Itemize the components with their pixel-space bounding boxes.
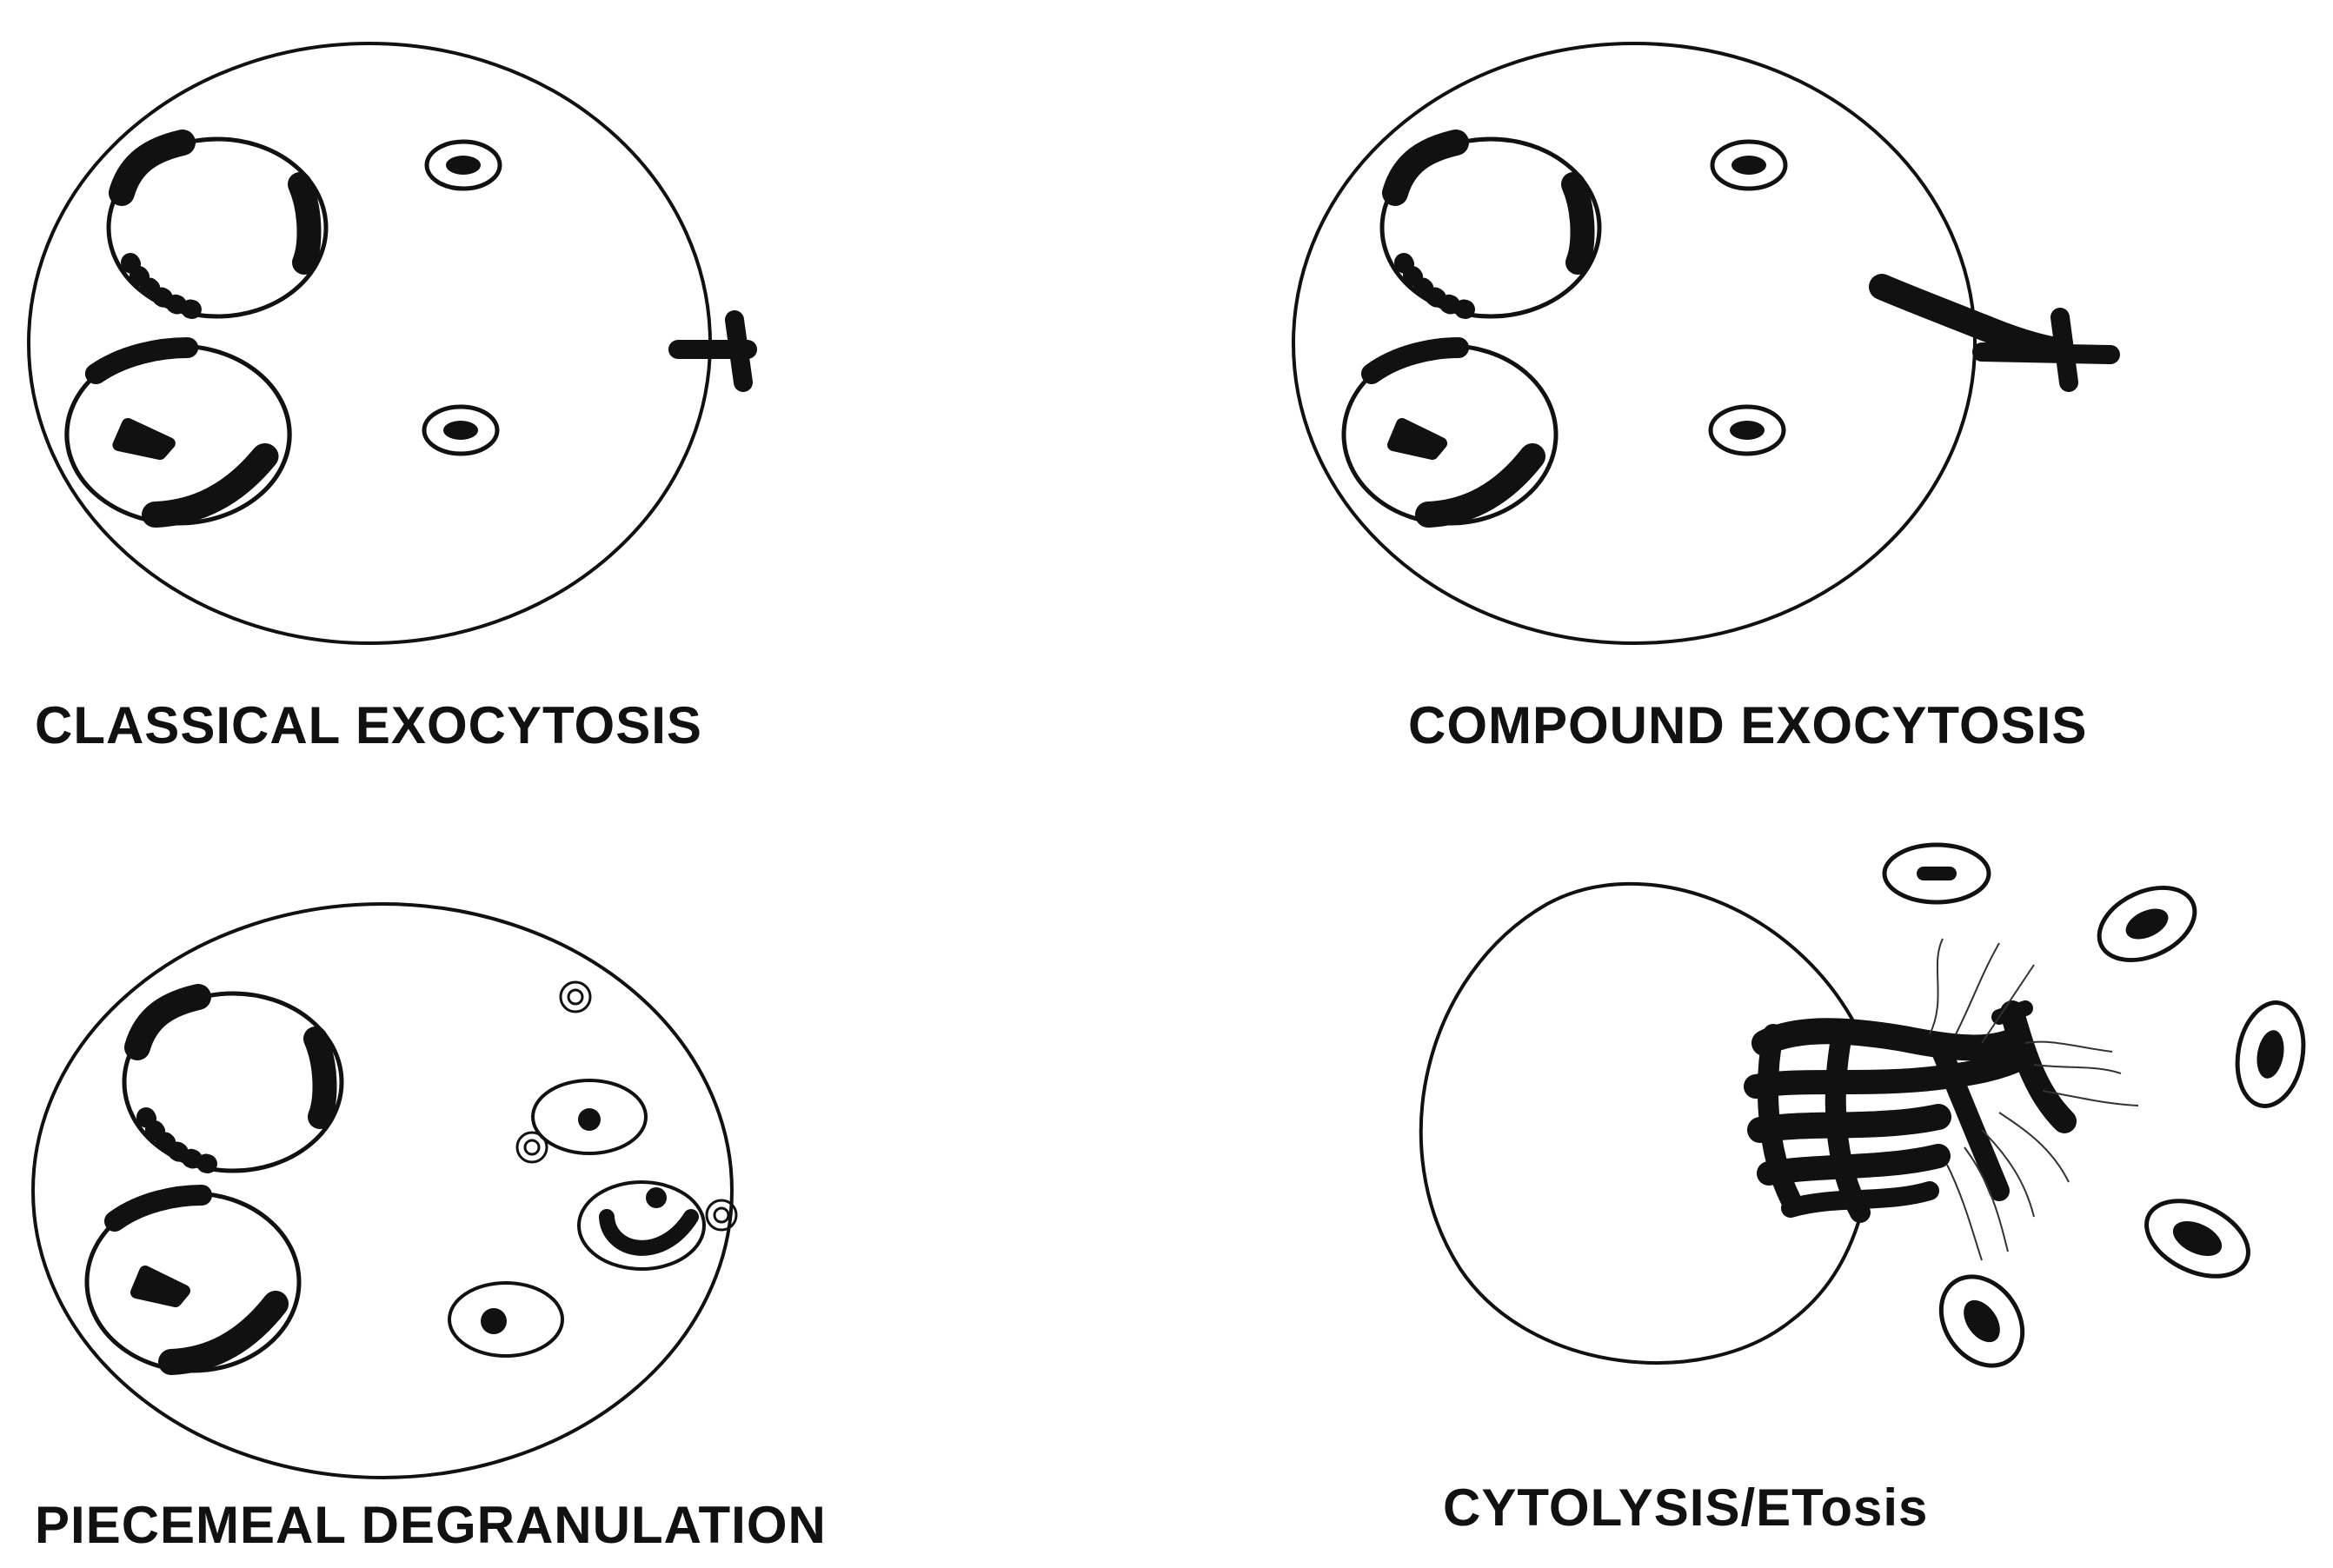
compound-exocytosis-label: COMPOUND EXOCYTOSIS bbox=[1408, 696, 2088, 754]
cytolysis-free-granule bbox=[2097, 885, 2197, 963]
classical-fusion-pore bbox=[668, 310, 757, 392]
classical-exocytosis-panel bbox=[27, 42, 757, 645]
piecemeal-degranulation-label: PIECEMEAL DEGRANULATION bbox=[35, 1496, 827, 1554]
piecemeal-emptying-granule-core bbox=[599, 1209, 699, 1256]
cytolysis-dna-strands bbox=[1929, 938, 2139, 1261]
piecemeal-emptying-granule-core bbox=[481, 1308, 507, 1334]
compound-exocytosis-panel bbox=[1292, 42, 2120, 645]
compound-fusion-pore bbox=[1972, 308, 2120, 392]
cytolysis-free-granule bbox=[1882, 842, 1991, 905]
cytolysis-etosis-panel bbox=[1419, 842, 2306, 1368]
classical-nucleus-lobe-upper bbox=[109, 139, 326, 316]
piecemeal-emptying-granule bbox=[577, 1180, 706, 1271]
cytolysis-free-granule bbox=[2235, 1000, 2306, 1108]
classical-exocytosis-label: CLASSICAL EXOCYTOSIS bbox=[35, 696, 702, 754]
classical-granule bbox=[424, 407, 497, 454]
piecemeal-transport-vesicle bbox=[559, 980, 592, 1013]
compound-nucleus-lobe-lower bbox=[1344, 346, 1556, 523]
piecemeal-degranulation-panel bbox=[31, 902, 738, 1479]
piecemeal-cell-membrane bbox=[31, 902, 734, 1479]
compound-granule bbox=[1711, 407, 1784, 454]
compound-fused-granule-chain bbox=[1869, 274, 2064, 362]
piecemeal-transport-vesicle bbox=[705, 1199, 738, 1232]
piecemeal-nucleus-lobe-lower bbox=[87, 1193, 299, 1371]
classical-granule bbox=[427, 142, 500, 189]
compound-cell-membrane bbox=[1292, 42, 1977, 645]
cytolysis-free-granule bbox=[1938, 1274, 2025, 1368]
cytolysis-free-granule bbox=[2144, 1199, 2250, 1279]
piecemeal-nucleus-lobe-upper bbox=[124, 993, 342, 1171]
cytolysis-ruptured-cell-membrane bbox=[1419, 881, 1862, 1365]
piecemeal-emptying-granule bbox=[531, 1079, 648, 1155]
piecemeal-emptying-granule-core bbox=[578, 1108, 601, 1131]
cytolysis-etosis-label: CYTOLYSIS/ETosis bbox=[1443, 1478, 1929, 1537]
piecemeal-transport-vesicle bbox=[515, 1131, 548, 1164]
classical-nucleus-lobe-lower bbox=[67, 346, 289, 523]
cytolysis-extracellular-trap-chromatin bbox=[1744, 1000, 2077, 1223]
compound-nucleus-lobe-upper bbox=[1382, 139, 1599, 316]
compound-granule bbox=[1712, 142, 1785, 189]
piecemeal-emptying-granule bbox=[448, 1281, 564, 1358]
classical-cell-membrane bbox=[27, 42, 712, 645]
